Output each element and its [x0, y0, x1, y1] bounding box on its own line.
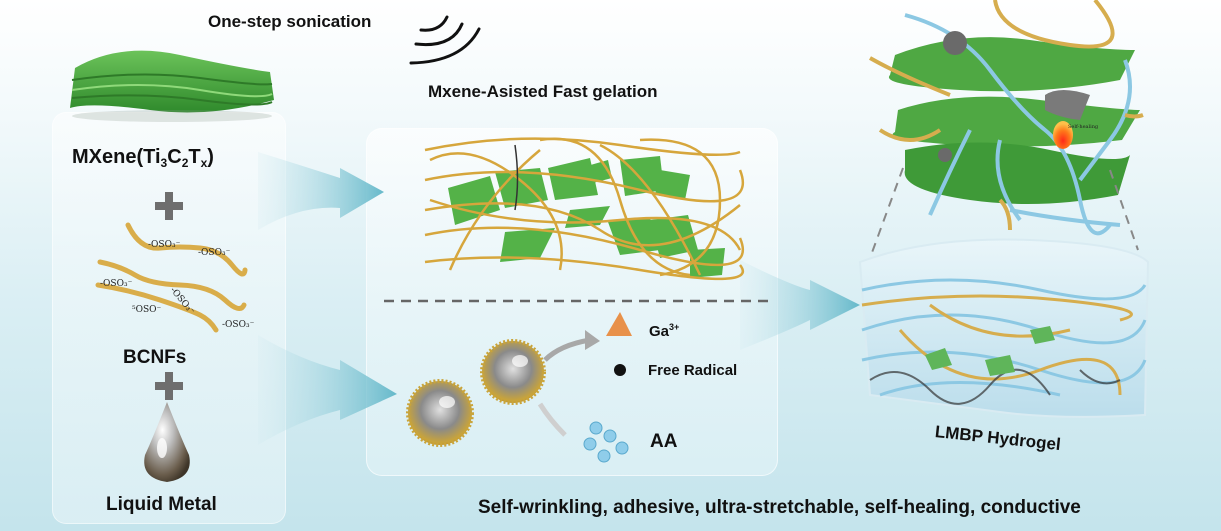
svg-text:-OSO₃⁻: -OSO₃⁻: [100, 279, 133, 289]
release-arrow-head-icon: [585, 330, 600, 350]
ga-legend-label: Ga3+: [649, 322, 680, 340]
plus-icon: [155, 192, 183, 220]
properties-caption: Self-wrinkling, adhesive, ultra-stretcha…: [478, 497, 1081, 518]
liquid-metal-label: Liquid Metal: [106, 494, 217, 515]
arrow-to-gelation-icon: [258, 152, 384, 230]
gelation-label: Mxene-Asisted Fast gelation: [428, 82, 658, 101]
free-radical-dot-icon: [614, 364, 626, 376]
free-radical-legend-label: Free Radical: [648, 362, 738, 379]
mxene-label: MXene(Ti3C2Tx): [72, 146, 214, 170]
ga-triangle-icon: [606, 312, 632, 336]
liquid-metal-drop-icon: [144, 402, 190, 482]
bcnf-fibers-icon: [95, 222, 248, 333]
arrow-to-liquid-metal-icon: [258, 335, 397, 445]
gelation-network-icon: [424, 137, 745, 281]
release-arrow-icon: [543, 337, 591, 362]
zoom-guide-lines: [869, 167, 1139, 259]
liquid-metal-particle-icon: [406, 379, 474, 447]
layered-mxene-structure-icon: Self-healing: [869, 0, 1144, 236]
aa-arrow-icon: [537, 402, 567, 437]
svg-text:-OSO₃⁻: -OSO₃⁻: [222, 320, 255, 330]
plus-icon: [155, 372, 183, 400]
bcnfs-label: BCNFs: [123, 347, 187, 368]
liquid-metal-particle-icon: [480, 339, 546, 405]
svg-text:⁵OSO⁻: ⁵OSO⁻: [132, 305, 162, 315]
svg-text:-OSO₃⁻: -OSO₃⁻: [198, 248, 231, 258]
svg-text:-OSO₃⁻: -OSO₃⁻: [168, 286, 197, 317]
aa-molecules-icon: [583, 421, 629, 463]
lmbp-hydrogel-block-icon: [858, 238, 1150, 418]
sonication-waves-icon: [409, 15, 481, 65]
aa-legend-label: AA: [650, 431, 678, 452]
mxene-stack-icon: [70, 50, 274, 122]
svg-text:-OSO₃⁻: -OSO₃⁻: [148, 240, 181, 250]
self-healing-small-label: Self-healing: [1068, 124, 1099, 130]
sonication-label: One-step sonication: [208, 12, 372, 31]
self-healing-flame-icon: [1053, 121, 1073, 149]
arrow-to-hydrogel-icon: [740, 260, 860, 350]
